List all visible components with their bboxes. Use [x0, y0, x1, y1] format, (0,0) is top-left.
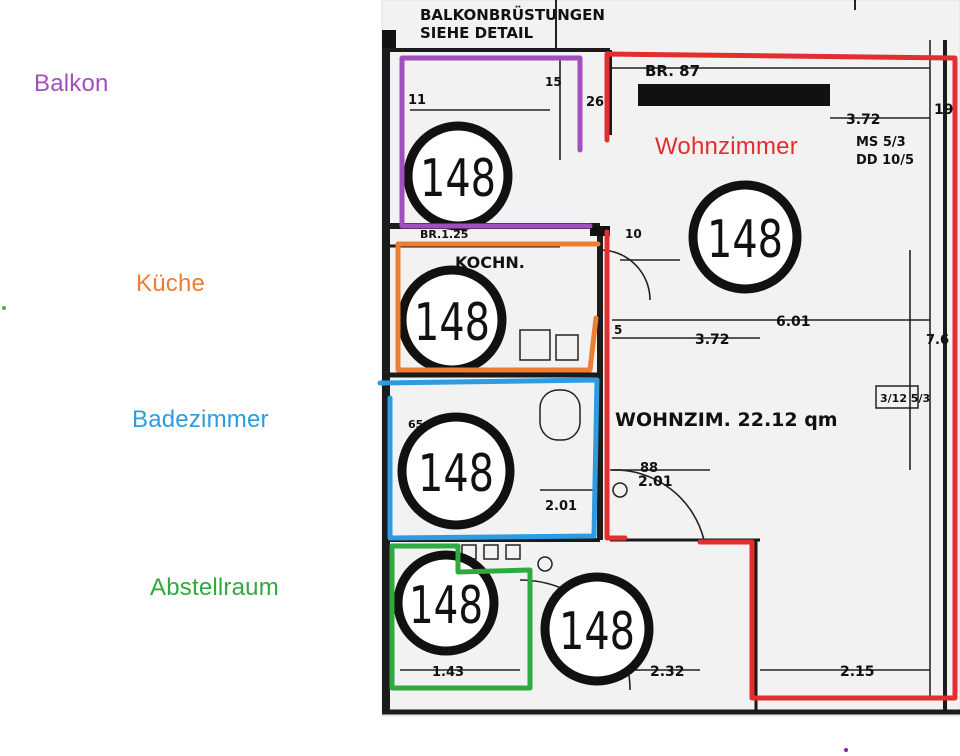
- room-stamp-wohnzimmer: 148: [688, 180, 802, 294]
- br-label: BR. 87: [645, 62, 700, 80]
- dim-601: 6.01: [776, 314, 811, 330]
- dim-215: 2.15: [840, 664, 875, 680]
- label-balkon: Balkon: [34, 70, 109, 97]
- room-outlines: [377, 51, 958, 701]
- label-wohnzimmer: Wohnzimmer: [655, 133, 798, 160]
- outline-badezimmer: [377, 377, 600, 541]
- dd-label: DD 10/5: [856, 153, 914, 168]
- svg-text:148: 148: [414, 293, 490, 353]
- label-abstellraum: Abstellraum: [150, 574, 279, 601]
- dim-10: 10: [625, 227, 642, 241]
- stray-dot-green: [2, 306, 6, 310]
- room-stamp-balkon: 148: [403, 121, 513, 231]
- dim-201b: 2.01: [545, 499, 577, 514]
- dim-19: 19: [934, 102, 953, 118]
- dim-65: 65: [408, 418, 423, 431]
- fixtures: [461, 329, 919, 572]
- dim-201a: 2.01: [638, 474, 673, 490]
- plan-header-line2: SIEHE DETAIL: [420, 24, 534, 42]
- dim-88: 88: [640, 461, 658, 476]
- room-stamp-badezimmer: 148: [397, 412, 515, 530]
- dim-15: 15: [545, 75, 562, 89]
- svg-text:148: 148: [559, 602, 635, 662]
- outline-kueche: [395, 241, 601, 373]
- outline-abstellraum: [389, 543, 533, 691]
- wohnzimmer-caption: WOHNZIM. 22.12 qm: [615, 409, 838, 431]
- ms-label: MS 5/3: [856, 135, 906, 150]
- svg-text:148: 148: [420, 149, 496, 209]
- room-stamp-flur: 148: [540, 572, 654, 686]
- dim-26: 26: [586, 95, 604, 110]
- dim-372-mid: 3.72: [695, 332, 730, 348]
- room-stamp-kueche: 148: [397, 265, 507, 375]
- svg-text:148: 148: [707, 210, 783, 270]
- label-kueche: Küche: [136, 270, 206, 297]
- dim-125: BR.1.25: [420, 228, 468, 241]
- svg-text:148: 148: [409, 576, 483, 636]
- dim-76: 7.6: [926, 333, 949, 348]
- kochn-label: KOCHN.: [455, 253, 525, 272]
- dim-232: 2.32: [650, 664, 685, 680]
- dim-372-top: 3.72: [846, 112, 881, 128]
- dim-5: 5: [614, 323, 622, 337]
- svg-text:148: 148: [418, 444, 494, 504]
- plan-header-line1: BALKONBRÜSTUNGEN: [420, 5, 605, 24]
- label-badezimmer: Badezimmer: [132, 406, 269, 433]
- outline-wohnzimmer: [604, 51, 958, 701]
- box-label: 3/12 5/3: [880, 392, 930, 405]
- dim-143: 1.43: [432, 665, 464, 680]
- outline-balkon: [399, 55, 593, 229]
- plan-annotations: WOHNZIM. 22.12 qm KOCHN. BR. 87 MS 5/3 D…: [408, 62, 953, 680]
- stray-dot-purple: [844, 748, 848, 752]
- window-bar: [638, 84, 830, 106]
- room-stamp-abstellraum: 148: [393, 550, 499, 656]
- dim-11: 11: [408, 93, 426, 108]
